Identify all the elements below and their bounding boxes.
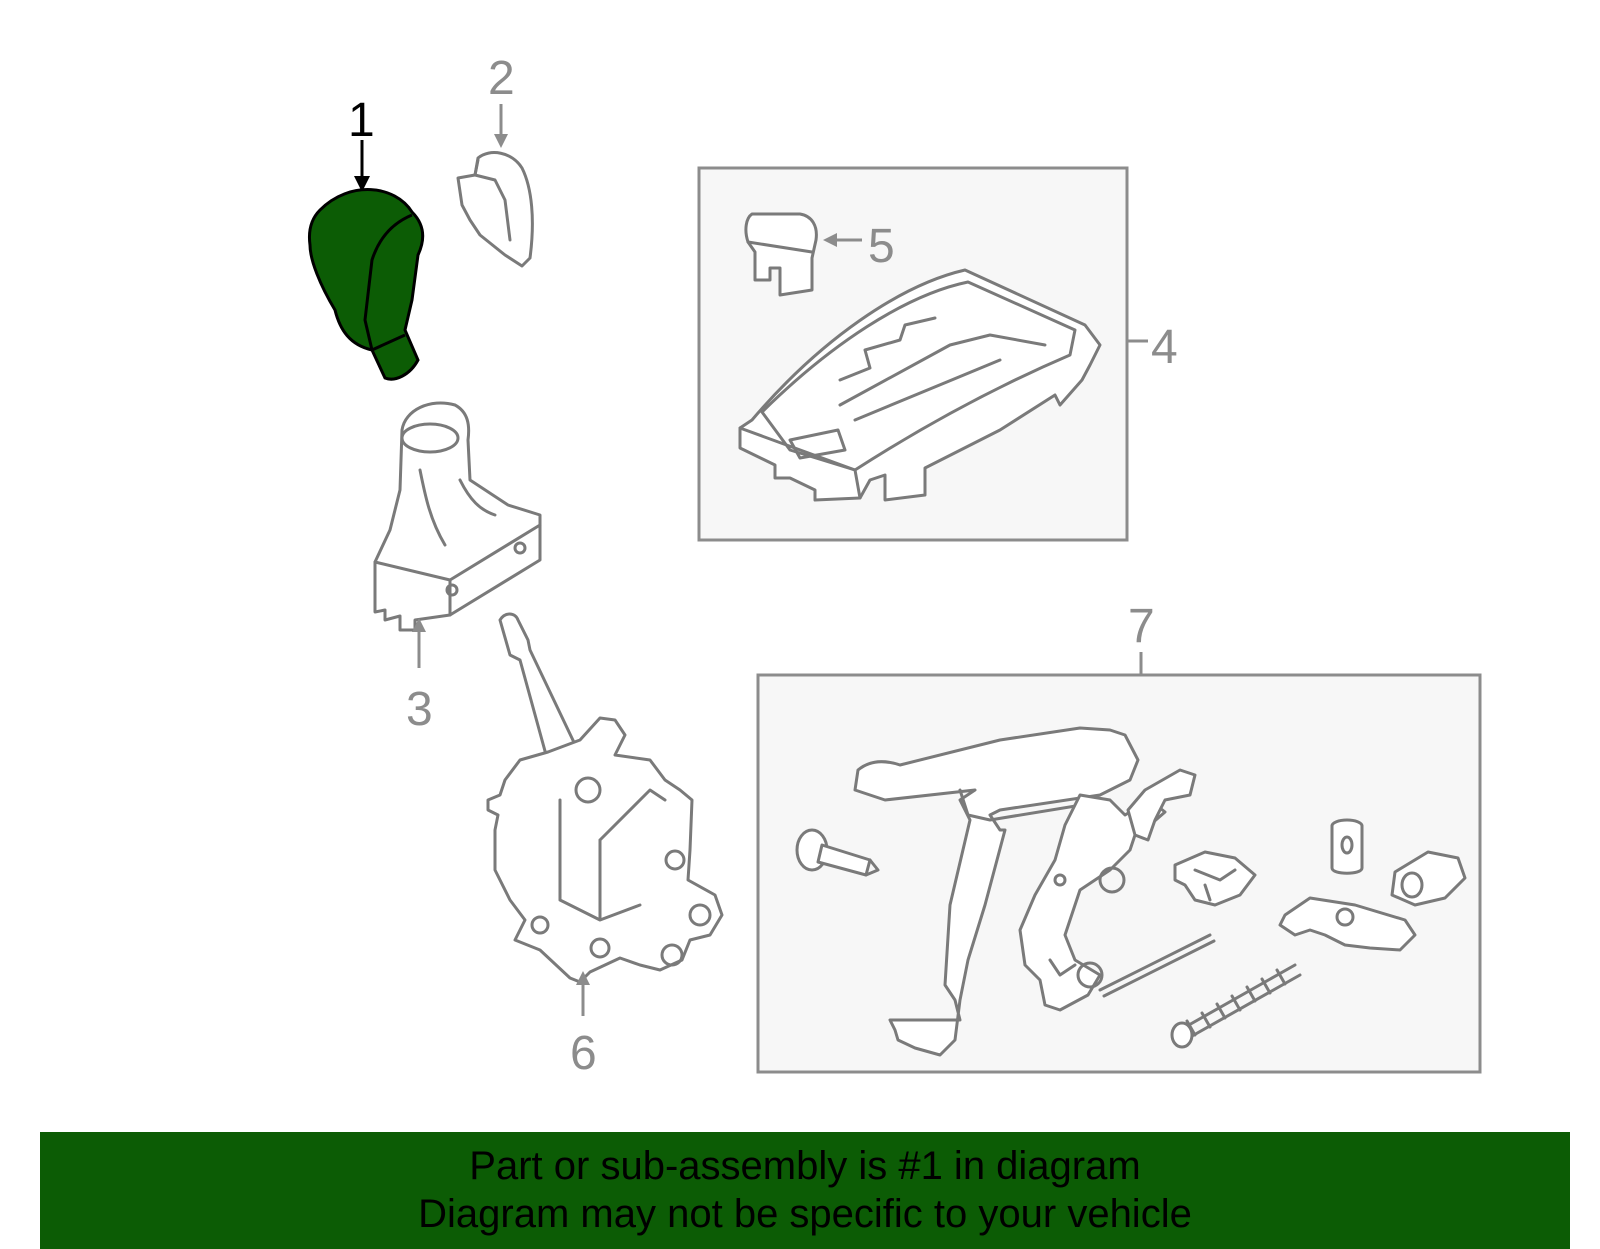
brake-rod-edge — [1102, 939, 1216, 998]
callout-4[interactable]: 4 — [1151, 321, 1178, 374]
brake-rod — [1098, 933, 1212, 992]
shifter-hole-5 — [530, 915, 550, 935]
shifter-housing — [486, 716, 724, 984]
part-2-clip[interactable]: 2 — [456, 52, 534, 268]
brake-hole-1 — [1053, 873, 1067, 887]
callout-1[interactable]: 1 — [348, 94, 375, 147]
brake-lever — [853, 726, 1140, 1057]
arrowhead-3 — [412, 618, 426, 632]
boot-hole-1 — [513, 541, 527, 555]
callout-7[interactable]: 7 — [1128, 600, 1155, 653]
banner-line-1: Part or sub-assembly is #1 in diagram — [469, 1144, 1141, 1188]
brake-release-handle — [1126, 768, 1197, 842]
shifter-hole-4 — [589, 937, 611, 959]
brake-nut — [1390, 850, 1467, 907]
brake-pawl — [1048, 958, 1077, 977]
arrowhead-5 — [823, 233, 837, 247]
shifter-hole-1 — [664, 849, 686, 871]
part-6-shifter-assembly[interactable]: 6 — [486, 612, 724, 1080]
boot-hole-2 — [445, 583, 459, 597]
boot-folds — [418, 468, 497, 547]
shift-knob-neck — [371, 333, 406, 352]
shift-knob-seam — [363, 213, 413, 351]
panel-gate-slot — [838, 316, 1047, 422]
brake-collar — [1330, 818, 1364, 875]
brake-lever-edge — [958, 788, 1102, 822]
group-7-parking-brake[interactable]: 7 — [756, 600, 1482, 1074]
panel-lower-edge — [738, 426, 862, 500]
brake-pivot — [1098, 866, 1126, 894]
cap-edge — [746, 240, 814, 254]
shifter-ribs — [558, 788, 667, 922]
arrowhead-1 — [354, 176, 370, 192]
cap-body — [744, 212, 818, 297]
shift-knob-body — [308, 188, 425, 381]
brake-sector — [1076, 961, 1104, 989]
panel-body — [738, 268, 1102, 502]
part-1-shift-knob[interactable]: 1 — [308, 94, 425, 381]
banner-line-2: Diagram may not be specific to your vehi… — [418, 1192, 1192, 1236]
info-banner: Part or sub-assembly is #1 in diagram Di… — [40, 1132, 1570, 1249]
shifter-pivot — [574, 776, 602, 804]
callout-3[interactable]: 3 — [406, 683, 433, 736]
group-4-indicator-panel[interactable]: 4 5 — [697, 166, 1178, 542]
arrowhead-6 — [576, 971, 590, 985]
callout-5[interactable]: 5 — [868, 220, 895, 273]
part-3-shift-boot[interactable]: 3 — [373, 401, 542, 736]
callout-6[interactable]: 6 — [570, 1027, 597, 1080]
clip-detail — [473, 158, 512, 242]
brake-mechanism — [1018, 793, 1167, 1012]
arrowhead-2 — [494, 134, 508, 148]
connector-detail — [1193, 868, 1237, 902]
shifter-hole-3 — [660, 943, 684, 967]
clip-body — [456, 151, 534, 268]
spring-end — [1170, 1021, 1194, 1049]
shifter-hole-2 — [688, 903, 712, 927]
callout-2[interactable]: 2 — [488, 52, 515, 105]
brake-bolt — [795, 828, 880, 877]
part-5-cap[interactable]: 5 — [744, 212, 895, 297]
bracket-hole — [1335, 907, 1355, 927]
panel-window — [788, 428, 847, 460]
panel-inner-frame — [760, 280, 1077, 472]
boot-opening — [400, 422, 460, 454]
shifter-lever — [498, 612, 582, 764]
